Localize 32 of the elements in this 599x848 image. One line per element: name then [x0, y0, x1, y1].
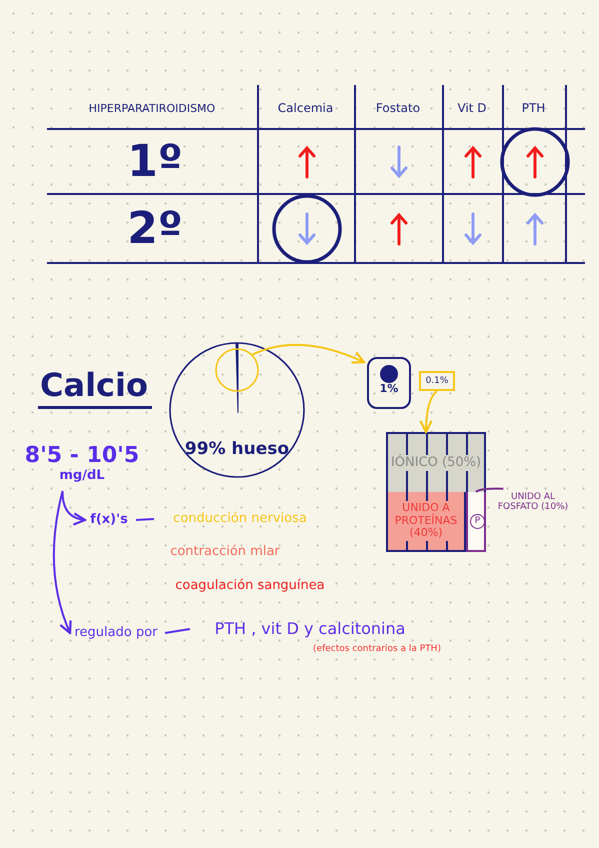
column-header: Fostato: [374, 100, 422, 117]
note-text: (efectos contrarios a la PTH): [312, 644, 442, 655]
row-header: 2º: [126, 202, 184, 256]
arrow: [419, 390, 438, 434]
dash-connector: [164, 628, 190, 634]
text: conducción nerviosa: [160, 508, 320, 530]
row-header: 1º: [126, 136, 184, 187]
annotation-text: UNIDO AL FOSFATO (10%): [494, 480, 572, 524]
column-header: Calcemia: [276, 100, 334, 117]
text: f(x)'s: [85, 510, 133, 530]
phosphate-band: [466, 492, 486, 552]
text: PTH , vit D y calcitonina: [196, 616, 424, 642]
arrow: [52, 490, 72, 634]
text: regulado por: [70, 622, 162, 644]
section-title: Calcio: [38, 366, 152, 409]
highlight-circle: [215, 348, 259, 392]
text: contracción mlar: [160, 541, 290, 563]
rounded-box: 1%: [367, 357, 411, 409]
arrow: [252, 344, 366, 364]
value-box: 0.1%: [419, 371, 455, 391]
column-header: Vit D: [456, 100, 488, 117]
column-header: HIPERPARATIROIDISMO: [88, 100, 216, 116]
range-text: 8'5 - 10'5 mg/dL: [28, 436, 136, 491]
grid-band: IÓNICO (50%): [386, 432, 486, 492]
arrow: [62, 490, 86, 526]
text: coagulación sanguínea: [160, 575, 340, 597]
grid-band: UNIDO A PROTEÍNAS (40%): [386, 492, 466, 552]
phosphate-circle: P: [470, 514, 485, 529]
leader-line: [475, 488, 504, 493]
pie-circle: 99% hueso: [169, 342, 305, 478]
column-header: PTH: [520, 100, 546, 117]
dash-connector: [136, 518, 154, 521]
